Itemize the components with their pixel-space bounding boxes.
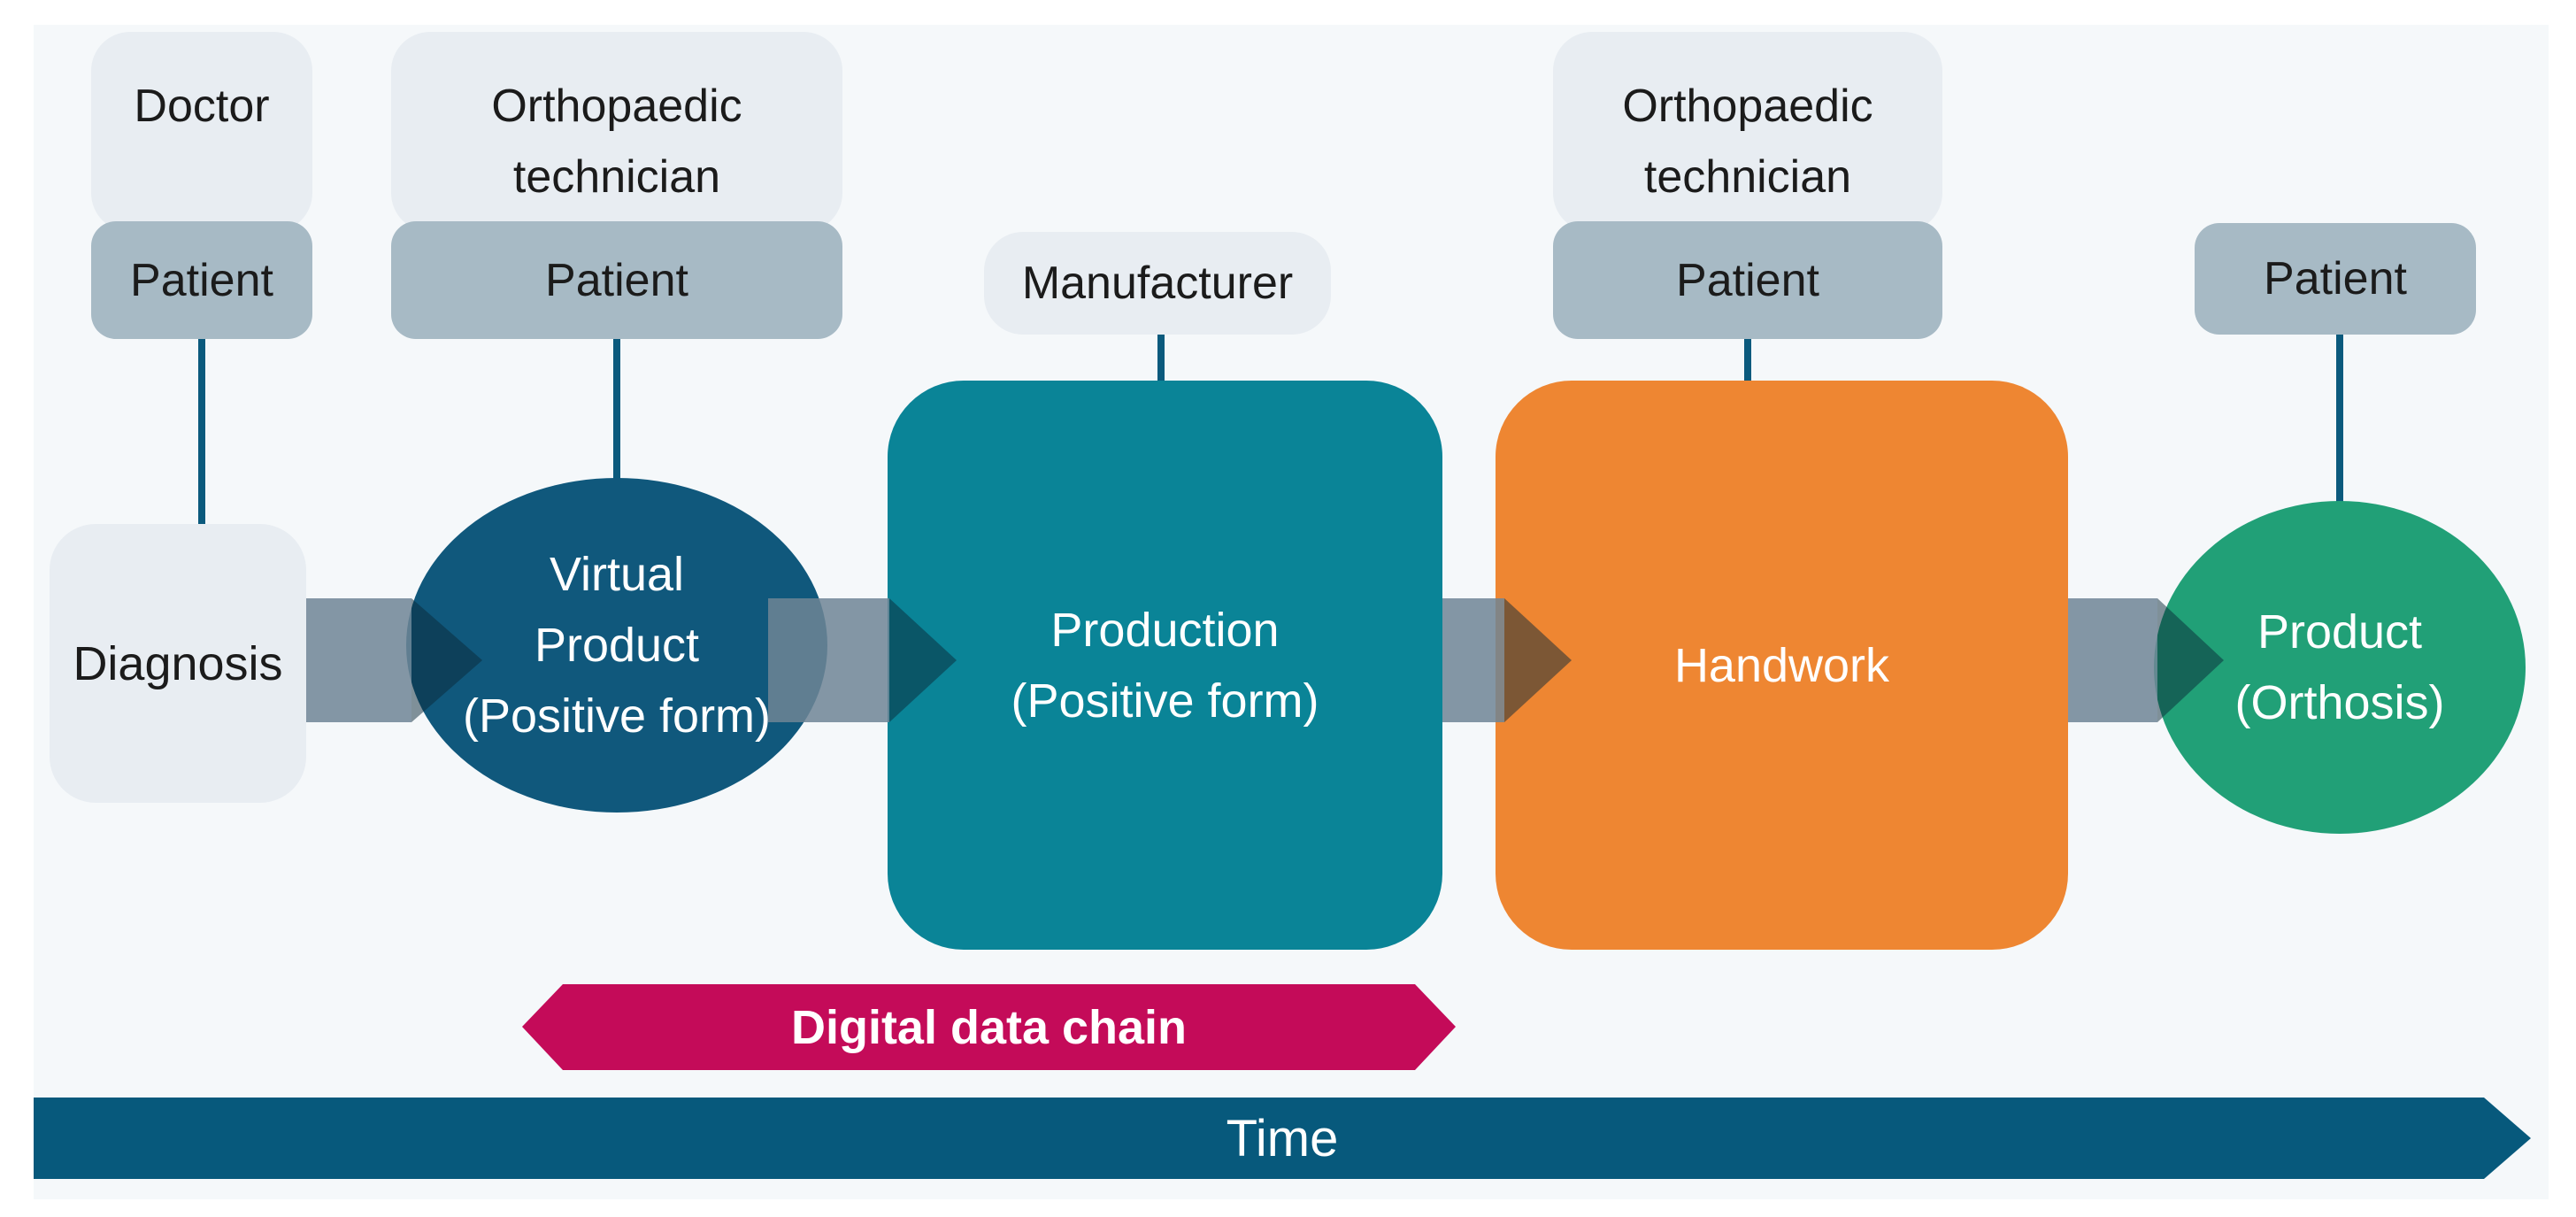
- patient-label-4: Patient: [1676, 254, 1819, 306]
- step-diagnosis: Diagnosis: [50, 524, 306, 803]
- connector-patient2-virtual-product: [613, 339, 620, 496]
- digital-data-chain-label: Digital data chain: [790, 1000, 1188, 1054]
- flow-arrow-tip-4: [2157, 598, 2224, 722]
- patient-box-2: Patient: [391, 221, 842, 339]
- patient-label-1: Patient: [130, 254, 273, 306]
- actor-label-doctor: Doctor: [134, 81, 270, 132]
- time-label: Time: [1226, 1109, 1339, 1167]
- patient-label-2: Patient: [545, 254, 688, 306]
- flow-arrow-band-3: [1442, 598, 1504, 722]
- actor-box-doctor: Doctor: [91, 32, 312, 232]
- flow-arrow-band-1: [306, 598, 411, 722]
- product-line2: (Orthosis): [2234, 676, 2445, 729]
- actor-label-ortho2-line2: technician: [1643, 151, 1852, 203]
- actor-label-ortho1-line1: Orthopaedic: [491, 81, 742, 132]
- handwork-label: Handwork: [1673, 638, 1890, 692]
- flow-arrow-band-2: [768, 598, 889, 722]
- actor-label-manufacturer: Manufacturer: [1021, 258, 1294, 309]
- patient-box-5: Patient: [2195, 223, 2476, 335]
- patient-box-4: Patient: [1553, 221, 1942, 339]
- actor-label-ortho1-line2: technician: [512, 151, 721, 203]
- actor-label-ortho2-line1: Orthopaedic: [1622, 81, 1873, 132]
- flow-arrow-tip-2: [889, 598, 957, 722]
- digital-data-chain-arrow: Digital data chain: [522, 984, 1456, 1070]
- patient-box-1: Patient: [91, 221, 312, 339]
- time-arrow: Time: [34, 1098, 2531, 1179]
- connector-patient5-product: [2336, 335, 2343, 513]
- connector-patient4-handwork: [1744, 339, 1751, 385]
- product-line1: Product: [2257, 605, 2423, 659]
- connector-manufacturer-production: [1157, 335, 1165, 384]
- production-line2: (Positive form): [1011, 674, 1319, 728]
- virtual-product-line1: Virtual: [549, 548, 685, 601]
- diagnosis-label: Diagnosis: [73, 636, 283, 690]
- virtual-product-line3: (Positive form): [462, 689, 772, 743]
- production-line1: Production: [1050, 603, 1280, 657]
- connector-patient1-diagnosis: [198, 339, 205, 531]
- flow-arrow-tip-3: [1504, 598, 1572, 722]
- flow-arrow-tip-1: [411, 598, 482, 722]
- virtual-product-line2: Product: [534, 619, 700, 672]
- step-production: Production (Positive form): [888, 381, 1442, 950]
- actor-box-manufacturer: Manufacturer: [984, 232, 1331, 335]
- patient-label-5: Patient: [2264, 253, 2407, 304]
- step-virtual-product: Virtual Product (Positive form): [406, 478, 827, 813]
- actor-box-orthopaedic-technician-2: Orthopaedic technician: [1553, 32, 1942, 232]
- actor-box-orthopaedic-technician-1: Orthopaedic technician: [391, 32, 842, 232]
- step-handwork: Handwork: [1496, 381, 2068, 950]
- flow-arrow-band-4: [2068, 598, 2157, 722]
